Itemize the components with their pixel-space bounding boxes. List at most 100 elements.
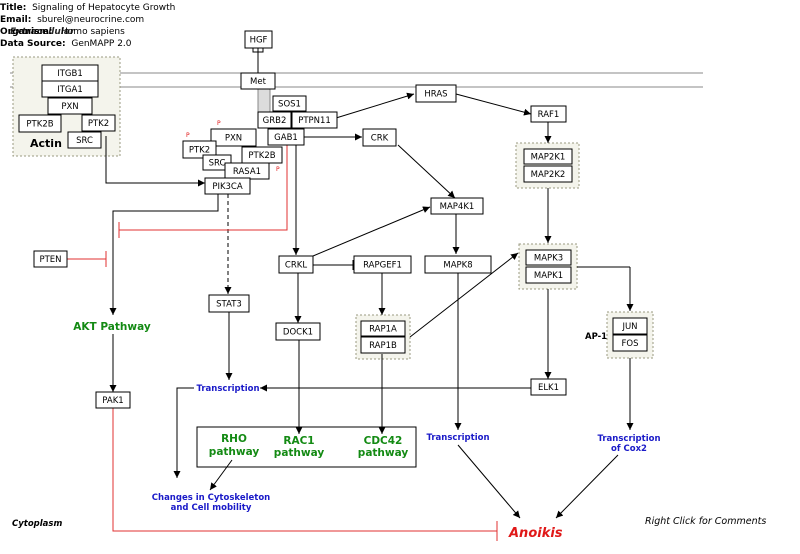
node-raf1-box[interactable]: [530, 105, 567, 123]
header-email: Email: sburel@neurocrine.com: [0, 15, 145, 25]
node-mapk8-box[interactable]: [424, 255, 492, 274]
node-crkl-box[interactable]: [278, 255, 314, 274]
node-rasa1[interactable]: RASA1: [224, 162, 270, 180]
node-hgf[interactable]: HGF: [244, 30, 273, 49]
node-pik3ca-label: PIK3CA: [212, 182, 243, 192]
right-click-hint[interactable]: Right Click for Comments: [645, 516, 766, 527]
node-pten-box[interactable]: [33, 250, 68, 268]
node-pxn_a-box[interactable]: [47, 97, 93, 115]
node-rap1b-box[interactable]: [360, 336, 406, 354]
node-gab1-box[interactable]: [267, 128, 305, 146]
node-met[interactable]: Met: [240, 72, 276, 90]
node-jun-box[interactable]: [612, 317, 648, 335]
ap1-label: AP-1: [585, 332, 607, 342]
node-stat3-box[interactable]: [208, 294, 250, 313]
node-ptpn11[interactable]: PTPN11: [291, 111, 338, 129]
node-hgf-box[interactable]: [244, 30, 273, 49]
node-ptk2b_a[interactable]: PTK2B: [18, 114, 62, 133]
node-stat3-label: STAT3: [216, 300, 242, 310]
node-pxn_b-box[interactable]: [210, 128, 257, 147]
node-ptk2b_a-box[interactable]: [18, 114, 62, 133]
node-pik3ca[interactable]: PIK3CA: [204, 177, 251, 195]
node-hras[interactable]: HRAS: [415, 84, 457, 103]
node-hgf-label: HGF: [250, 36, 268, 46]
node-ptk2_b[interactable]: PTK2: [182, 140, 217, 159]
node-mapk1[interactable]: MAPK1: [525, 266, 572, 284]
node-elk1-box[interactable]: [530, 378, 567, 396]
node-rap1b-label: RAP1B: [369, 341, 397, 351]
rac1-pathway-line1: RAC1: [283, 435, 314, 447]
node-pxn_b-label: PXN: [225, 134, 242, 144]
node-pxn_a[interactable]: PXN: [47, 97, 93, 115]
rho-rac-cdc42-box: [196, 426, 417, 468]
node-pik3ca-box[interactable]: [204, 177, 251, 195]
node-rapgef1-label: RAPGEF1: [363, 261, 402, 271]
edge-cox2-anoikis: [555, 454, 619, 519]
header-source: Data Source: GenMAPP 2.0: [0, 39, 132, 49]
node-sos1-box[interactable]: [272, 95, 307, 112]
node-jun[interactable]: JUN: [612, 317, 648, 335]
cytoskeleton-line1: Changes in Cytoskeleton: [152, 493, 270, 503]
node-crkl-label: CRKL: [285, 261, 307, 271]
inhibition-edges: [67, 145, 498, 541]
node-itga1[interactable]: ITGA1: [41, 80, 99, 98]
node-fos[interactable]: FOS: [612, 334, 648, 352]
node-map2k1[interactable]: MAP2K1: [523, 148, 573, 165]
node-stat3[interactable]: STAT3: [208, 294, 250, 313]
node-sos1[interactable]: SOS1: [272, 95, 307, 112]
node-grb2[interactable]: GRB2: [257, 111, 292, 129]
node-ptk2_a-box[interactable]: [81, 114, 116, 132]
node-itgb1-label: ITGB1: [57, 69, 83, 79]
node-raf1[interactable]: RAF1: [530, 105, 567, 123]
node-rap1b[interactable]: RAP1B: [360, 336, 406, 354]
node-src_a[interactable]: SRC: [67, 131, 102, 149]
node-ptk2_b-box[interactable]: [182, 140, 217, 159]
node-mapk3[interactable]: MAPK3: [525, 249, 572, 266]
node-crk-box[interactable]: [362, 128, 397, 147]
node-rap1a-box[interactable]: [360, 320, 406, 337]
node-pak1-box[interactable]: [95, 391, 131, 409]
node-ptpn11-box[interactable]: [291, 111, 338, 129]
node-grb2-box[interactable]: [257, 111, 292, 129]
cdc42-pathway-line1: CDC42: [364, 435, 403, 447]
node-crkl[interactable]: CRKL: [278, 255, 314, 274]
node-map4k1-box[interactable]: [430, 197, 484, 215]
node-src_a-box[interactable]: [67, 131, 102, 149]
node-hras-box[interactable]: [415, 84, 457, 103]
node-dock1-box[interactable]: [275, 322, 321, 341]
node-map2k2-box[interactable]: [523, 165, 573, 183]
node-map4k1-label: MAP4K1: [440, 202, 475, 212]
node-map2k2[interactable]: MAP2K2: [523, 165, 573, 183]
node-pten[interactable]: PTEN: [33, 250, 68, 268]
node-gab1[interactable]: GAB1: [267, 128, 305, 146]
node-rapgef1[interactable]: RAPGEF1: [353, 255, 412, 274]
node-map4k1[interactable]: MAP4K1: [430, 197, 484, 215]
node-met-box[interactable]: [240, 72, 276, 90]
transcription-label-mapk8: Transcription: [427, 433, 490, 443]
phospho-mark-rasa1: P: [276, 166, 280, 173]
node-map2k1-label: MAP2K1: [531, 153, 566, 163]
node-dock1[interactable]: DOCK1: [275, 322, 321, 341]
node-rap1a[interactable]: RAP1A: [360, 320, 406, 337]
node-fos-box[interactable]: [612, 334, 648, 352]
edge-ptk2-pik3ca: [105, 136, 205, 187]
node-ptk2_a-label: PTK2: [88, 119, 109, 129]
node-sos1-label: SOS1: [278, 100, 301, 110]
cdc42-pathway-line2: pathway: [358, 447, 409, 459]
node-mapk8[interactable]: MAPK8: [424, 255, 492, 274]
node-map2k1-box[interactable]: [523, 148, 573, 165]
node-rapgef1-box[interactable]: [353, 255, 412, 274]
node-pak1[interactable]: PAK1: [95, 391, 131, 409]
node-ptk2b_b[interactable]: PTK2B: [241, 146, 283, 164]
node-ptk2b_a-label: PTK2B: [26, 120, 53, 130]
node-ptk2_a[interactable]: PTK2: [81, 114, 116, 132]
node-itgb1[interactable]: ITGB1: [41, 64, 99, 82]
node-ptk2_b-label: PTK2: [189, 146, 210, 156]
node-crk[interactable]: CRK: [362, 128, 397, 147]
node-elk1[interactable]: ELK1: [530, 378, 567, 396]
node-itga1-box[interactable]: [41, 80, 99, 98]
node-mapk3-box[interactable]: [525, 249, 572, 266]
node-rasa1-label: RASA1: [233, 167, 261, 177]
node-mapk1-box[interactable]: [525, 266, 572, 284]
node-pxn_b[interactable]: PXN: [210, 128, 257, 147]
